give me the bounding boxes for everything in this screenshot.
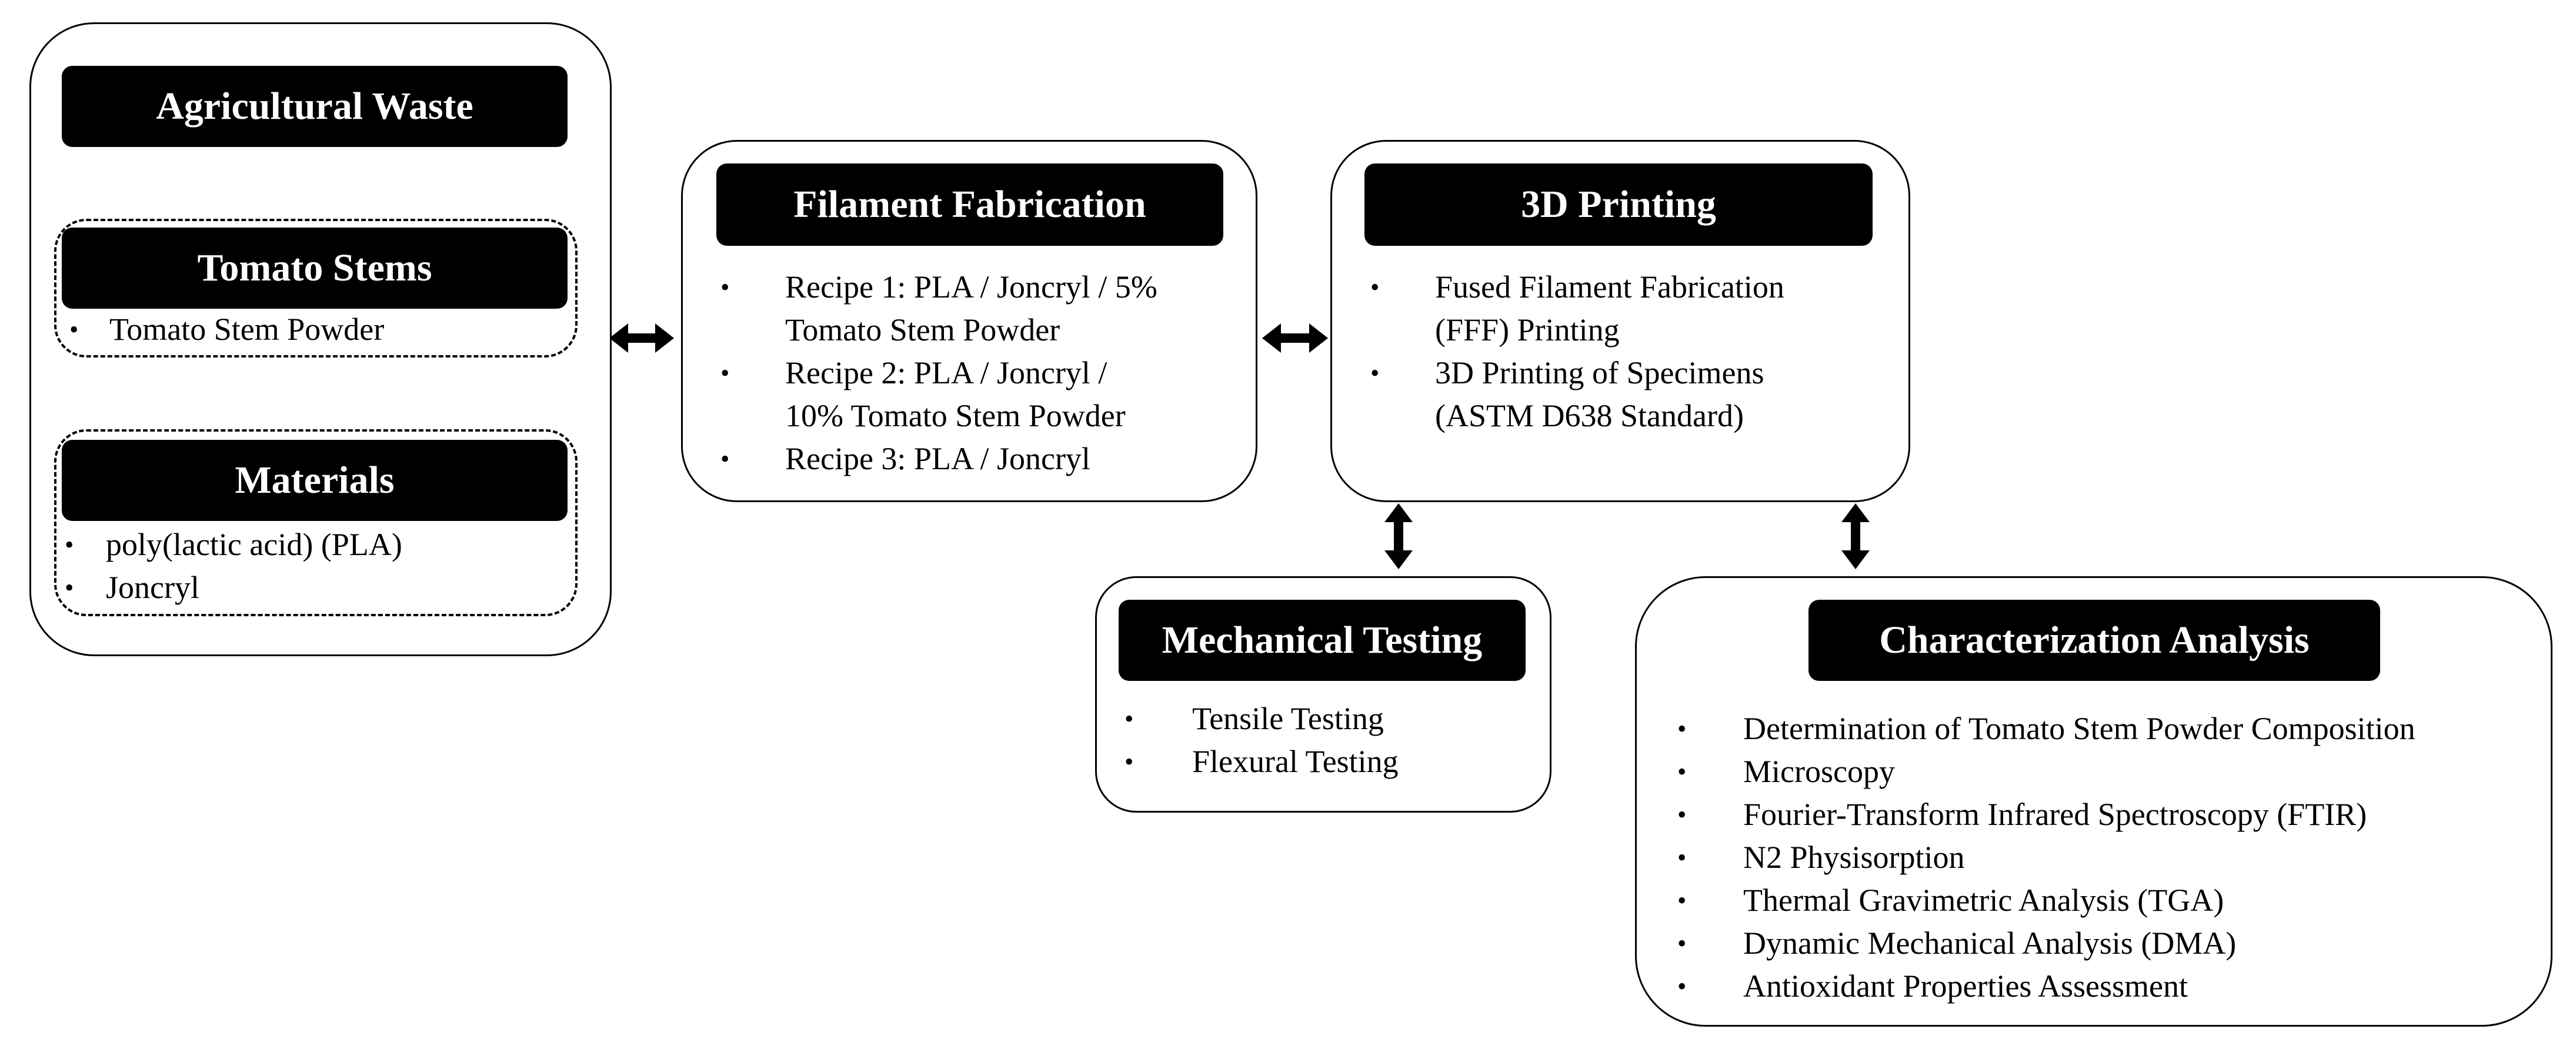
list-item: •Recipe 1: PLA / Joncryl / 5%Tomato Stem… — [720, 269, 1157, 348]
3d-printing-title: 3D Printing — [1364, 163, 1873, 246]
list-item: •Tomato Stem Powder — [69, 312, 385, 347]
filament-fabrication-title: Filament Fabrication — [716, 163, 1223, 246]
list-item: •Determination of Tomato Stem Powder Com… — [1677, 711, 2415, 746]
list-item: •Flexural Testing — [1125, 744, 1399, 779]
agricultural-waste-title: Agricultural Waste — [62, 66, 568, 147]
list-item: •3D Printing of Specimens(ASTM D638 Stan… — [1370, 355, 1764, 433]
list-item: •Tensile Testing — [1125, 701, 1384, 736]
double-arrow-waste-filament — [609, 323, 674, 353]
tomato-stems-list: •Tomato Stem Powder — [69, 308, 563, 351]
double-arrow-filament-printing — [1262, 323, 1328, 353]
list-item: •Recipe 2: PLA / Joncryl /10% Tomato Ste… — [720, 355, 1126, 433]
tomato-stems-group — [54, 219, 578, 358]
list-item: •Joncryl — [65, 570, 199, 605]
list-item: •Antioxidant Properties Assessment — [1677, 968, 2188, 1004]
list-item: •Fused Filament Fabrication(FFF) Printin… — [1370, 269, 1784, 348]
filament-recipes-list: •Recipe 1: PLA / Joncryl / 5%Tomato Stem… — [720, 266, 1250, 480]
list-item: •Recipe 3: PLA / Joncryl — [720, 441, 1090, 476]
list-item: •Thermal Gravimetric Analysis (TGA) — [1677, 883, 2224, 918]
materials-title: Materials — [62, 440, 568, 521]
double-arrow-printing-characterization — [1841, 503, 1870, 569]
list-item: •Dynamic Mechanical Analysis (DMA) — [1677, 926, 2237, 961]
double-arrow-printing-mechanical — [1384, 503, 1413, 569]
3d-printing-list: •Fused Filament Fabrication(FFF) Printin… — [1370, 266, 1900, 437]
materials-list: •poly(lactic acid) (PLA) •Joncryl — [65, 523, 570, 609]
characterization-list: •Determination of Tomato Stem Powder Com… — [1677, 707, 2536, 1008]
mechanical-testing-list: •Tensile Testing •Flexural Testing — [1125, 697, 1536, 783]
list-item: •Microscopy — [1677, 754, 1895, 789]
mechanical-testing-title: Mechanical Testing — [1119, 600, 1526, 681]
materials-group — [54, 429, 578, 616]
list-item: •Fourier-Transform Infrared Spectroscopy… — [1677, 797, 2367, 832]
tomato-stems-title: Tomato Stems — [62, 228, 568, 309]
list-item: •poly(lactic acid) (PLA) — [65, 527, 402, 562]
list-item: •N2 Physisorption — [1677, 840, 1965, 875]
characterization-analysis-title: Characterization Analysis — [1808, 600, 2380, 681]
